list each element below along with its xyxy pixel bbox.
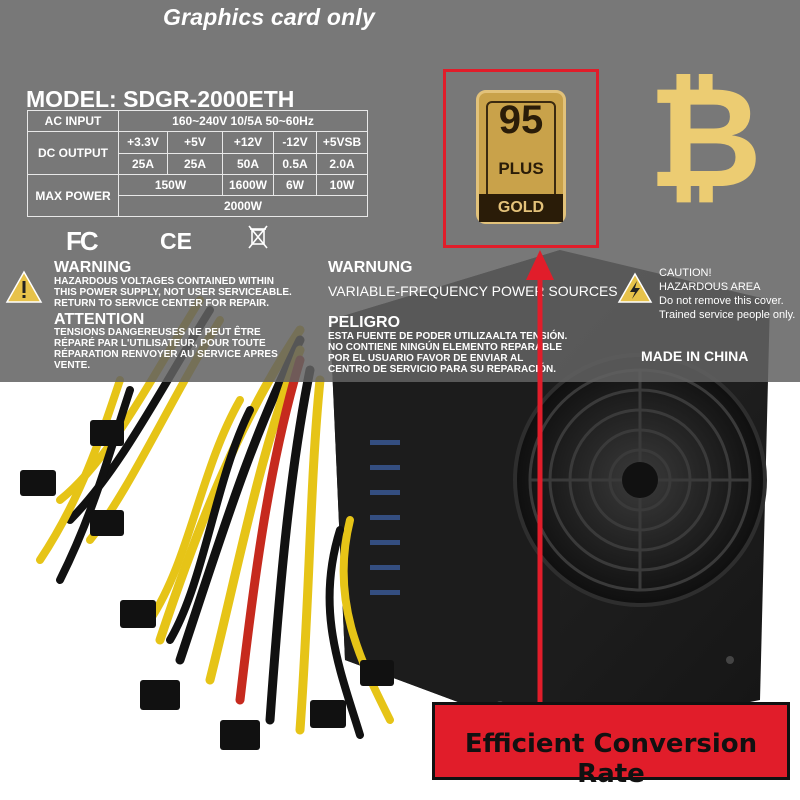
caution-line: CAUTION! — [659, 267, 712, 279]
badge-number: 95 — [498, 98, 544, 142]
current-cell: 0.5A — [273, 152, 317, 175]
bitcoin-icon: ₿ — [648, 59, 763, 216]
warning-line: THIS POWER SUPPLY, NOT USER SERVICEABLE. — [54, 287, 292, 298]
page-title: Graphics card only — [163, 4, 375, 30]
power-cell: 1600W — [222, 174, 274, 196]
attention-line: RÉPARATION RENVOYER AU SERVICE APRES — [54, 349, 278, 360]
badge-highlight-frame — [443, 69, 599, 248]
fc-mark-icon: FC — [66, 226, 99, 256]
table-row: 2000W — [28, 195, 368, 217]
attention-title: ATTENTION — [54, 311, 145, 328]
high-voltage-icon — [617, 272, 653, 303]
rail-cell: -12V — [273, 131, 317, 154]
peligro-line: POR EL USUARIO FAVOR DE ENVIAR AL — [328, 353, 524, 364]
peligro-line: CENTRO DE SERVICIO PARA SU REPARACIÓN. — [328, 364, 556, 375]
table-row: AC INPUT 160~240V 10/5A 50~60Hz — [27, 110, 368, 132]
attention-line: RÉPARÉ PAR L'UTILISATEUR, POUR TOUTE — [54, 338, 266, 349]
badge-grade: GOLD — [479, 194, 563, 222]
callout-text: Efficient Conversion Rate — [464, 729, 758, 789]
spec-table: AC INPUT 160~240V 10/5A 50~60Hz DC OUTPU… — [27, 110, 368, 217]
current-cell: 2.0A — [316, 152, 368, 175]
warning-title: WARNING — [54, 259, 132, 276]
total-power-cell: 2000W — [118, 195, 368, 217]
power-cell: 10W — [316, 174, 368, 196]
caution-text: CAUTION! HAZARDOUS AREA Do not remove th… — [659, 266, 795, 322]
attention-line: VENTE. — [54, 360, 91, 371]
efficiency-badge: 95 PLUS GOLD — [476, 90, 566, 224]
max-power-label: MAX POWER — [27, 174, 119, 217]
peligro-line: ESTA FUENTE DE PODER UTILIZAALTA TENSIÓN… — [328, 331, 568, 342]
current-cell: 25A — [167, 152, 223, 175]
warnung-title: WARNUNG — [328, 259, 413, 276]
ac-input-value: 160~240V 10/5A 50~60Hz — [118, 110, 368, 132]
connectors — [20, 420, 394, 750]
rail-cell: +12V — [222, 131, 274, 154]
warning-line: HAZARDOUS VOLTAGES CONTAINED WITHIN — [54, 276, 274, 287]
rail-cell: +5VSB — [316, 131, 368, 154]
peligro-text: ESTA FUENTE DE PODER UTILIZAALTA TENSIÓN… — [328, 331, 567, 375]
attention-line: TENSIONS DANGEREUSES NE PEUT ÊTRE — [54, 327, 261, 338]
weee-bin-icon — [248, 225, 268, 249]
caution-line: Trained service people only. — [659, 309, 796, 321]
table-row: MAX POWER 150W 1600W 6W 10W — [27, 174, 368, 217]
warning-triangle-icon — [5, 270, 43, 303]
model-name: MODEL: SDGR-2000ETH — [26, 86, 295, 112]
callout-box: Efficient Conversion Rate — [432, 702, 790, 789]
badge-plus: PLUS — [498, 159, 544, 178]
rail-cell: +5V — [167, 131, 223, 154]
made-in-label: MADE IN CHINA — [641, 348, 749, 364]
warning-line: RETURN TO SERVICE CENTER FOR REPAIR. — [54, 298, 270, 309]
table-row: 25A 25A 50A 0.5A 2.0A — [28, 152, 368, 175]
power-cell: 6W — [273, 174, 317, 196]
ce-mark-icon: CE — [160, 228, 192, 254]
attention-text: TENSIONS DANGEREUSES NE PEUT ÊTRE RÉPARÉ… — [54, 327, 278, 371]
peligro-line: NO CONTIENE NINGÚN ELEMENTO REPARABLE — [328, 342, 563, 353]
power-cell: 150W — [118, 174, 223, 196]
warnung-text: VARIABLE-FREQUENCY POWER SOURCES — [328, 283, 618, 299]
ac-input-label: AC INPUT — [27, 110, 119, 132]
current-cell: 50A — [222, 152, 274, 175]
current-cell: 25A — [118, 152, 168, 175]
rail-cell: +3.3V — [118, 131, 168, 154]
warning-en-text: HAZARDOUS VOLTAGES CONTAINED WITHIN THIS… — [54, 276, 292, 309]
peligro-title: PELIGRO — [328, 314, 401, 331]
table-row: DC OUTPUT +3.3V +5V +12V -12V +5VSB — [27, 131, 368, 175]
dc-output-label: DC OUTPUT — [27, 131, 119, 175]
caution-line: HAZARDOUS AREA — [659, 281, 761, 293]
caution-line: Do not remove this cover. — [659, 295, 784, 307]
